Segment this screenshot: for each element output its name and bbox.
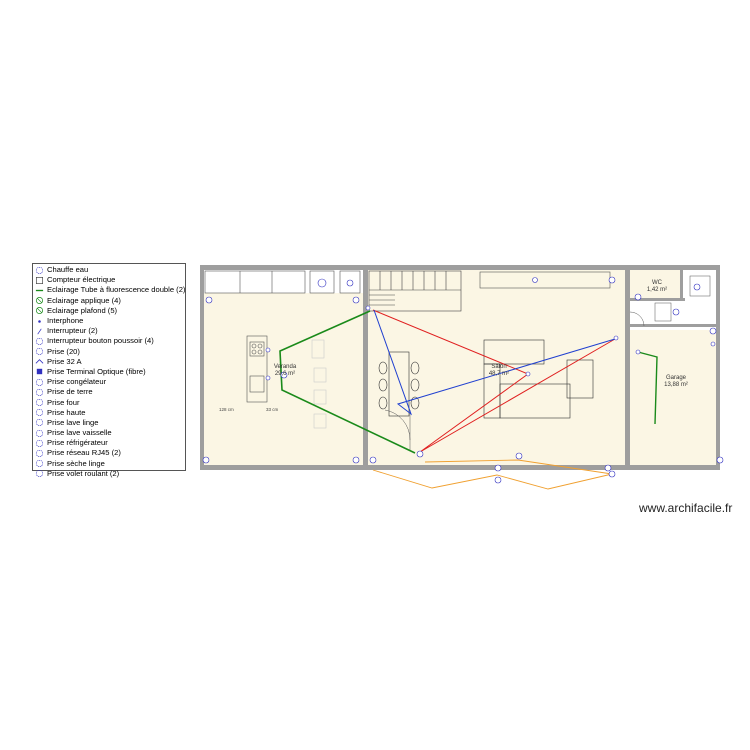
- room-name: Salon: [491, 364, 507, 370]
- legend-item-label: Prise (20): [47, 346, 80, 356]
- fridge-socket-icon: [35, 439, 44, 448]
- freezer-socket-icon: [35, 378, 44, 387]
- legend-item: Prise réfrigérateur: [35, 438, 185, 448]
- water-heater-icon: [35, 266, 44, 275]
- legend-item-label: Chauffe eau: [47, 265, 89, 275]
- ground-socket-icon: [35, 388, 44, 397]
- fluorescent-tube-icon: [35, 286, 44, 295]
- high-socket-icon: [35, 408, 44, 417]
- push-button-switch-icon: [35, 337, 44, 346]
- room-label-garage: Garage 13,88 m²: [660, 375, 692, 389]
- walls: [200, 265, 720, 470]
- legend-item: Prise four: [35, 397, 185, 407]
- legend-item: Prise lave vaisselle: [35, 428, 185, 438]
- wall-light-icon: [35, 296, 44, 305]
- legend-item: Eclairage plafond (5): [35, 306, 185, 316]
- shutter-socket-icon: [35, 469, 44, 478]
- garage-floor: [630, 330, 716, 465]
- wire-blue: [373, 309, 616, 416]
- room-label-wc: WC 1,42 m²: [644, 280, 670, 294]
- legend-item-label: Prise de terre: [47, 387, 93, 397]
- legend-item: Compteur électrique: [35, 275, 185, 285]
- room-name: WC: [652, 280, 662, 286]
- legend-item-label: Interrupteur bouton poussoir (4): [47, 336, 154, 346]
- legend-item: Interphone: [35, 316, 185, 326]
- room-label-salon: Salon 48,7 m²: [482, 364, 516, 378]
- wire-orange: [372, 459, 613, 490]
- dishwasher-socket-icon: [35, 429, 44, 438]
- legend-item: Eclairage applique (4): [35, 296, 185, 306]
- legend-item: Prise (20): [35, 347, 185, 357]
- room-name: Veranda: [273, 364, 297, 370]
- legend-item-label: Eclairage Tube à fluorescence double (2): [47, 285, 186, 295]
- room-area: 48,7 m²: [488, 371, 510, 377]
- legend-item: Prise 32 A: [35, 357, 185, 367]
- wire-green-veranda: [279, 310, 416, 454]
- electrical-symbols: [202, 276, 724, 484]
- legend-item: Eclairage Tube à fluorescence double (2): [35, 285, 185, 295]
- legend-item-label: Prise 32 A: [47, 356, 82, 366]
- legend-item: Prise lave linge: [35, 418, 185, 428]
- legend-item: Prise réseau RJ45 (2): [35, 448, 185, 458]
- electric-meter-icon: [35, 276, 44, 285]
- oven-socket-icon: [35, 398, 44, 407]
- legend-item-label: Prise réfrigérateur: [47, 438, 108, 448]
- washer-socket-icon: [35, 418, 44, 427]
- legend-item-label: Compteur électrique: [47, 275, 116, 285]
- wire-green-garage: [637, 351, 658, 425]
- watermark: www.archifacile.fr: [639, 501, 733, 515]
- fiber-socket-icon: [35, 367, 44, 376]
- legend-item-label: Prise lave linge: [47, 417, 99, 427]
- legend-item: Prise sèche linge: [35, 459, 185, 469]
- staircase: [368, 270, 462, 312]
- socket-icon: [35, 347, 44, 356]
- legend-item-label: Prise four: [47, 397, 80, 407]
- legend-item-label: Prise lave vaisselle: [47, 428, 112, 438]
- intercom-icon: [35, 317, 44, 326]
- legend-item-label: Prise congélateur: [47, 377, 107, 387]
- legend-item-label: Interrupteur (2): [47, 326, 98, 336]
- legend-item-label: Prise sèche linge: [47, 458, 105, 468]
- kitchen-counter: [204, 270, 361, 294]
- wire-red: [372, 309, 616, 453]
- legend-item-label: Prise haute: [47, 407, 86, 417]
- sofa: [483, 339, 594, 419]
- legend-item-label: Prise volet roulant (2): [47, 468, 120, 478]
- dryer-socket-icon: [35, 459, 44, 468]
- dimension-label: 128 cm: [219, 407, 234, 412]
- legend-item-label: Eclairage applique (4): [47, 295, 121, 305]
- legend-item: Prise Terminal Optique (fibre): [35, 367, 185, 377]
- rj45-socket-icon: [35, 449, 44, 458]
- legend-item-label: Eclairage plafond (5): [47, 305, 118, 315]
- room-area: 1,42 m²: [646, 287, 668, 293]
- legend-item: Interrupteur (2): [35, 326, 185, 336]
- legend-item-label: Prise Terminal Optique (fibre): [47, 366, 146, 376]
- dimension-label: 33 cm: [266, 407, 279, 412]
- legend-item-label: Prise réseau RJ45 (2): [47, 448, 121, 458]
- legend-item: Prise congélateur: [35, 377, 185, 387]
- legend-item: Chauffe eau: [35, 265, 185, 275]
- legend-item: Prise haute: [35, 408, 185, 418]
- ceiling-light-icon: [35, 306, 44, 315]
- legend-item: Prise volet roulant (2): [35, 469, 185, 479]
- room-label-veranda: Veranda 29,6 m²: [270, 364, 300, 378]
- doors: [384, 275, 711, 450]
- switch-icon: [35, 327, 44, 336]
- legend-item: Interrupteur bouton poussoir (4): [35, 336, 185, 346]
- room-area: 29,6 m²: [274, 371, 296, 377]
- legend-item: Prise de terre: [35, 387, 185, 397]
- socket-32a-icon: [35, 357, 44, 366]
- veranda-floor: [203, 293, 363, 465]
- room-area: 13,88 m²: [664, 382, 688, 388]
- room-name: Garage: [665, 375, 686, 381]
- legend-item-label: Interphone: [47, 316, 84, 326]
- kitchen-island: [246, 335, 327, 429]
